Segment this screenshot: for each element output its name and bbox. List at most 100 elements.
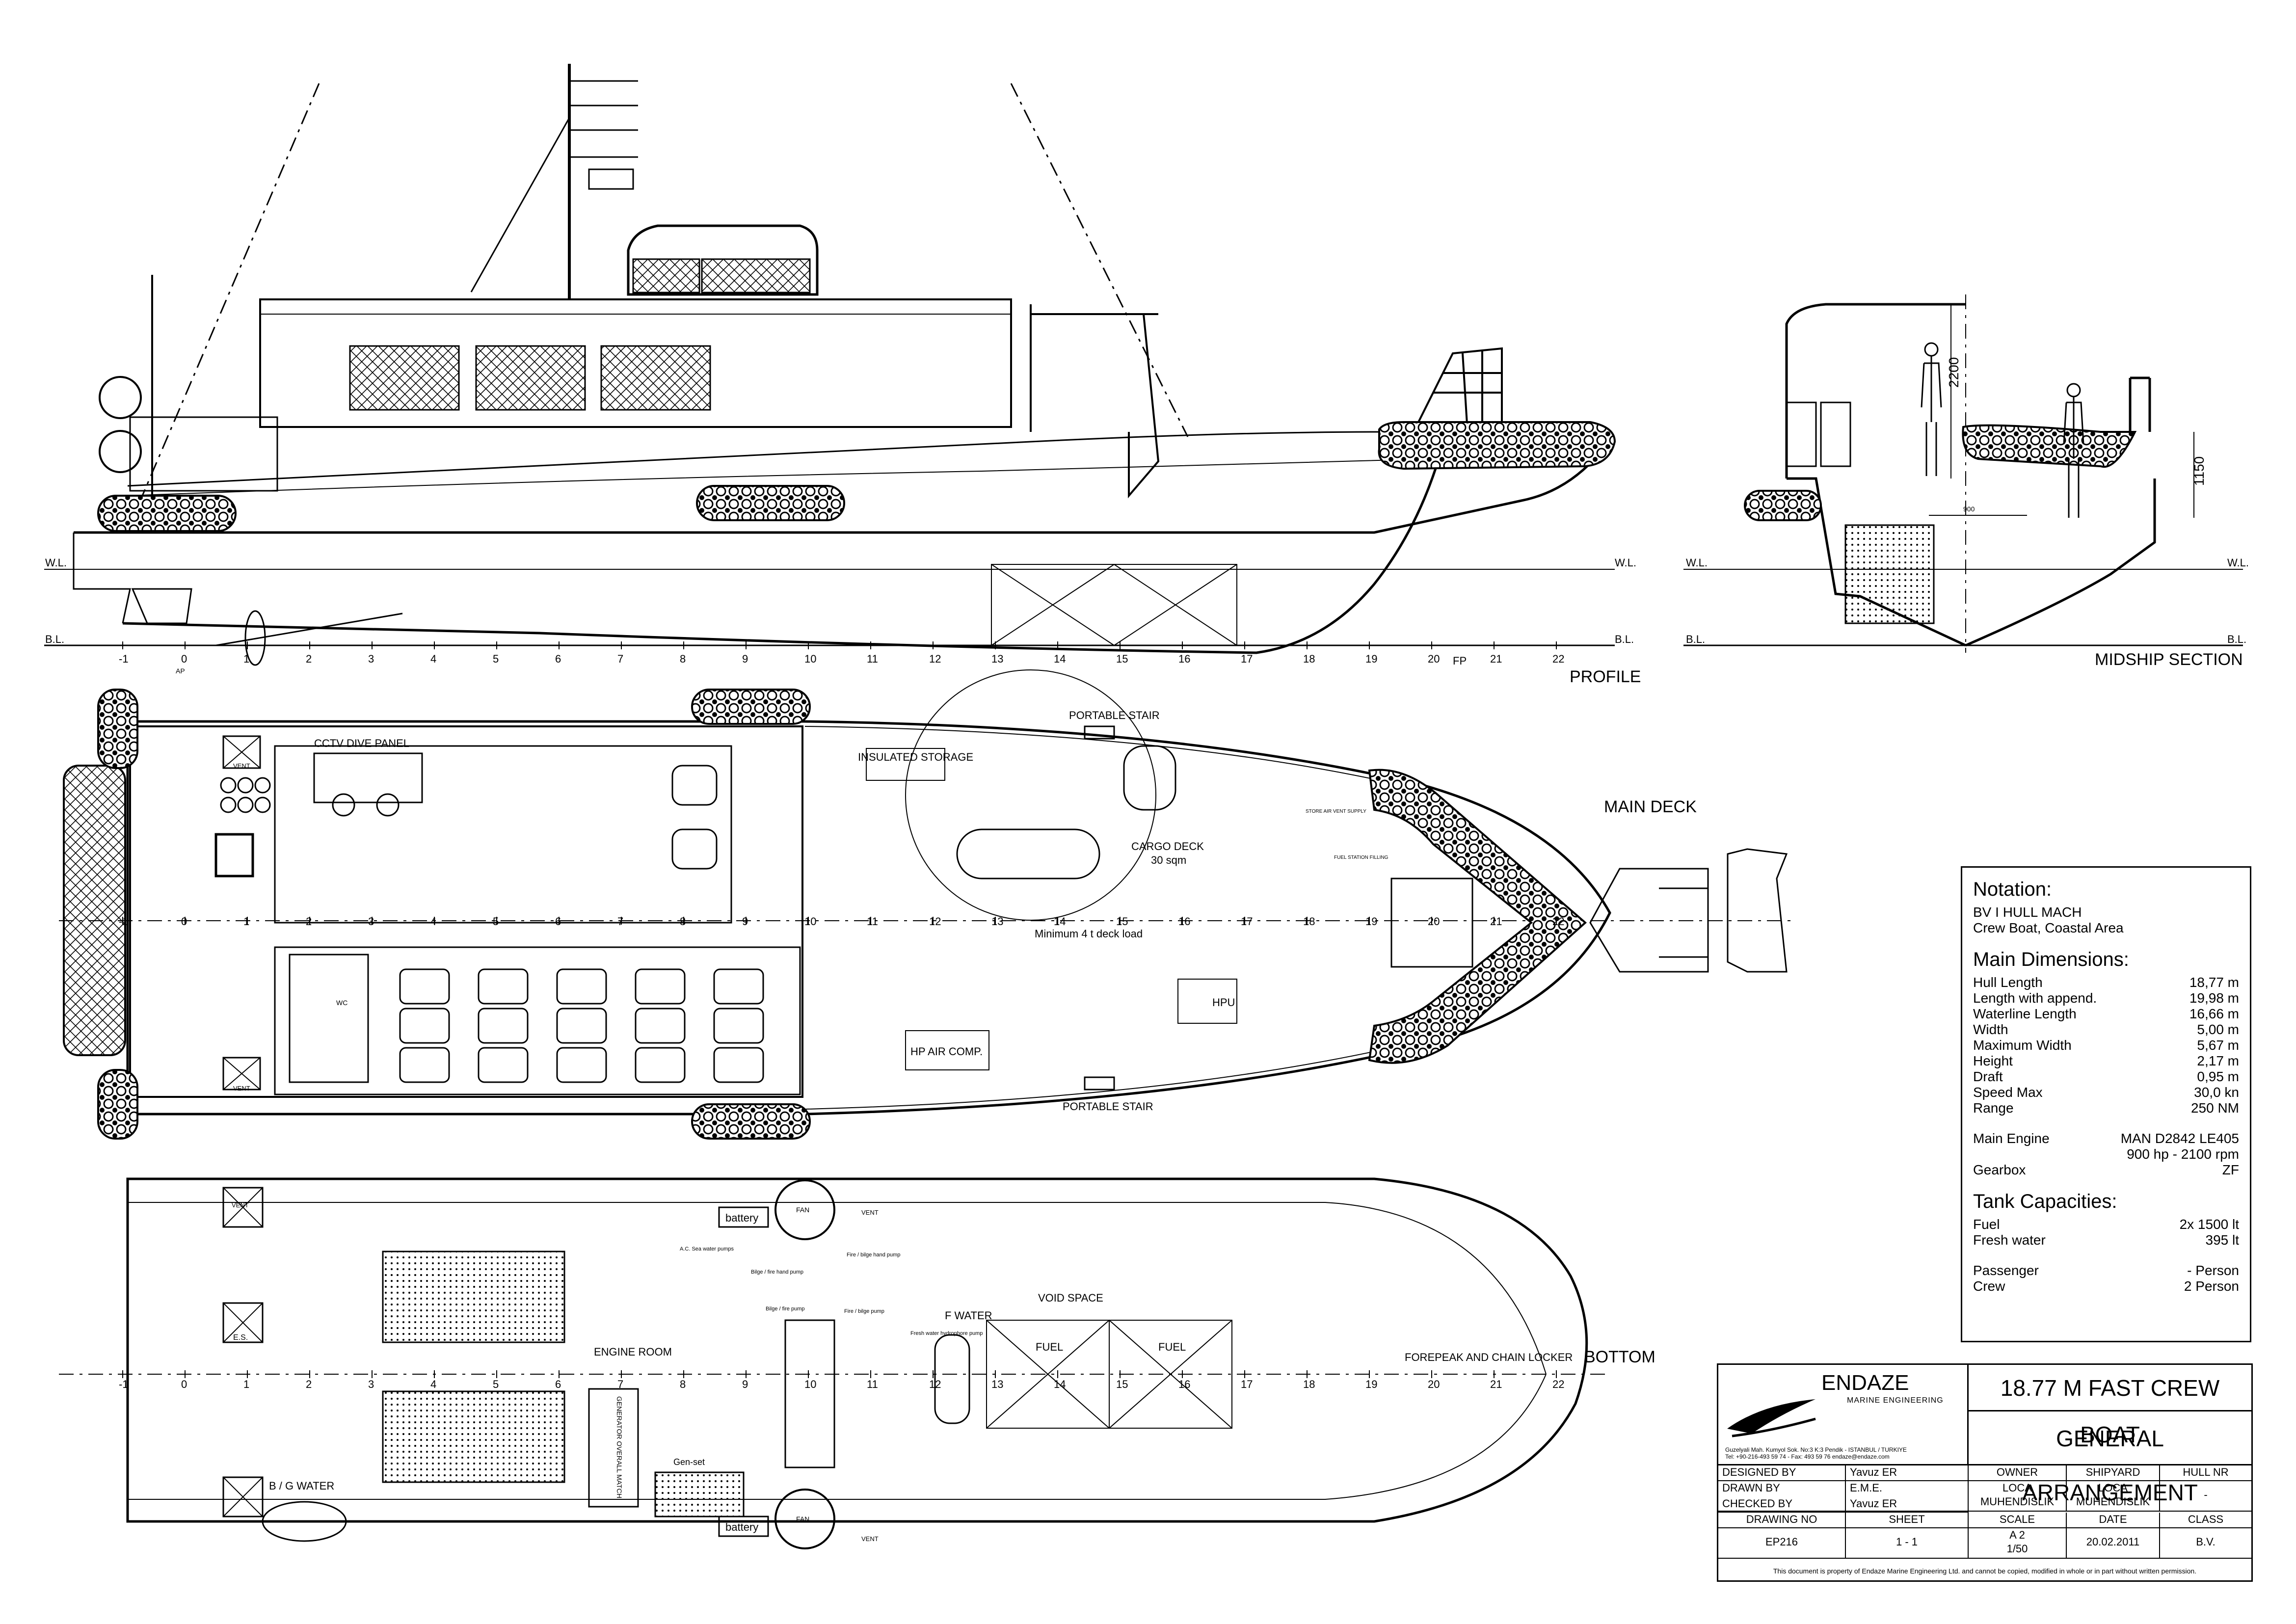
store-air-label: STORE AIR VENT SUPPLY [1306,809,1366,814]
frame-number: 4 [430,915,436,928]
battery-1 [718,1206,769,1228]
bl-label-right: B.L. [1615,633,1634,645]
frame-number: 17 [1241,1378,1253,1390]
frame-number: 2 [306,1378,312,1390]
date-value: 20.02.2011 [2067,1528,2160,1558]
passenger-seat [478,1008,529,1044]
rudder [131,588,192,624]
seat-grid [399,968,764,1083]
dive-bottle [237,777,254,794]
frame-number: 16 [1178,653,1190,665]
frame-number: 6 [555,653,561,665]
passenger-seat [713,1047,764,1083]
hull-nr-key: HULL NR [2183,1466,2229,1478]
fresh-water-tank [934,1334,970,1424]
bottom-vent-label-1: VENT [861,1209,879,1216]
helm-chair-1 [671,765,718,806]
frame-number: 20 [1428,1378,1440,1390]
cargo-area: 30 sqm [1151,854,1186,866]
passenger-seat [399,968,450,1005]
dimension-key: Range [1973,1100,2014,1116]
generator-label: GENERATOR OVERALL MATCH [615,1396,623,1498]
frame-number: -1 [119,653,129,665]
dim-1150: 1150 [2191,456,2207,486]
midship-fender [1962,424,2137,468]
bottom-label: BOTTOM [1584,1348,1655,1366]
frame-number: 10 [804,653,816,665]
frame-number: 7 [617,1378,623,1390]
dimension-value: 5,67 m [2197,1038,2239,1053]
frame-number: 13 [991,653,1003,665]
date-key: DATE [2067,1513,2160,1527]
company-name: ENDAZE [1821,1371,1909,1395]
hp-air-box [905,1030,989,1070]
owner-key: OWNER [1969,1465,2067,1480]
stern-fender [97,495,237,532]
frame-number: 7 [617,653,623,665]
vent-label-1: VENT [233,762,250,770]
engine-power: 900 hp - 2100 rpm [2127,1146,2239,1162]
portable-stair-label-1: PORTABLE STAIR [1069,709,1160,721]
dim-900: 900 [1963,505,1975,513]
liferaft-cradle [956,828,1100,879]
dimension-value: 18,77 m [2189,975,2239,990]
designed-by-value: Yavuz ER [1846,1465,1969,1480]
copyright-footer: This document is property of Endaze Mari… [1773,1567,2197,1575]
passenger-seat [556,1008,607,1044]
title-block: ENDAZE MARINE ENGINEERING Guzelyali Mah.… [1717,1363,2253,1582]
drawing-no-value: EP216 [1718,1528,1846,1558]
stern-rafts-plan [63,765,126,1056]
notation-panel: Notation: BV I HULL MACH Crew Boat, Coas… [1961,866,2251,1342]
passenger-seat [478,1047,529,1083]
designed-by-key: DESIGNED BY [1718,1465,1846,1480]
frame-number: 1 [243,1378,249,1390]
dimension-key: Length with append. [1973,990,2097,1006]
void-space-label: VOID SPACE [1038,1292,1103,1304]
sheer-line [127,431,1605,487]
bow-boarding [1589,868,1709,973]
dive-bottles [220,777,271,813]
dive-bottle [237,797,254,813]
drawing-title-2: GENERAL ARRANGEMENT [1969,1411,2251,1505]
helm-chair-2 [671,828,718,870]
person-count-value: - Person [2187,1263,2239,1278]
drawn-by-key: DRAWN BY [1718,1481,1846,1511]
profile-view [44,64,1616,666]
class-line-1: BV I HULL MACH [1973,905,2082,920]
bl-label-left: B.L. [45,633,64,645]
address-line-1: Guzelyali Mah. Kumyol Sok. No:3 K:3 Pend… [1725,1446,1907,1453]
frame-number: 5 [493,653,499,665]
hpu-box [1177,979,1237,1024]
frame-number: 12 [929,653,941,665]
tank-value: 395 lt [2205,1232,2240,1248]
es-label: E.S. [233,1333,248,1342]
frame-number: 0 [181,653,187,665]
dimension-row: Length with append.19,98 m [1973,990,2239,1006]
crane [1030,304,1160,499]
dive-bottle [254,777,271,794]
side-window-2 [475,345,586,411]
gen-set [654,1471,745,1518]
frame-number: 12 [929,915,941,928]
frame-number: 15 [1116,915,1128,928]
liferaft-1 [99,376,142,419]
dive-bottle [254,797,271,813]
wheelhouse-window-1 [632,258,700,293]
frame-number: 19 [1365,1378,1377,1390]
frame-number: 22 [1552,915,1564,928]
tank-key: Fuel [1973,1217,2000,1232]
owner-value: LOCA MUHENDISLIK [1969,1481,2067,1511]
chine-line [127,458,1434,496]
passenger-seat [635,1047,686,1083]
portable-stair-top [1084,725,1115,740]
frame-number: 0 [181,1378,187,1390]
dim-2200: 2200 [1946,357,1961,388]
fuel-station-label: FUEL STATION FILLING [1334,855,1388,860]
